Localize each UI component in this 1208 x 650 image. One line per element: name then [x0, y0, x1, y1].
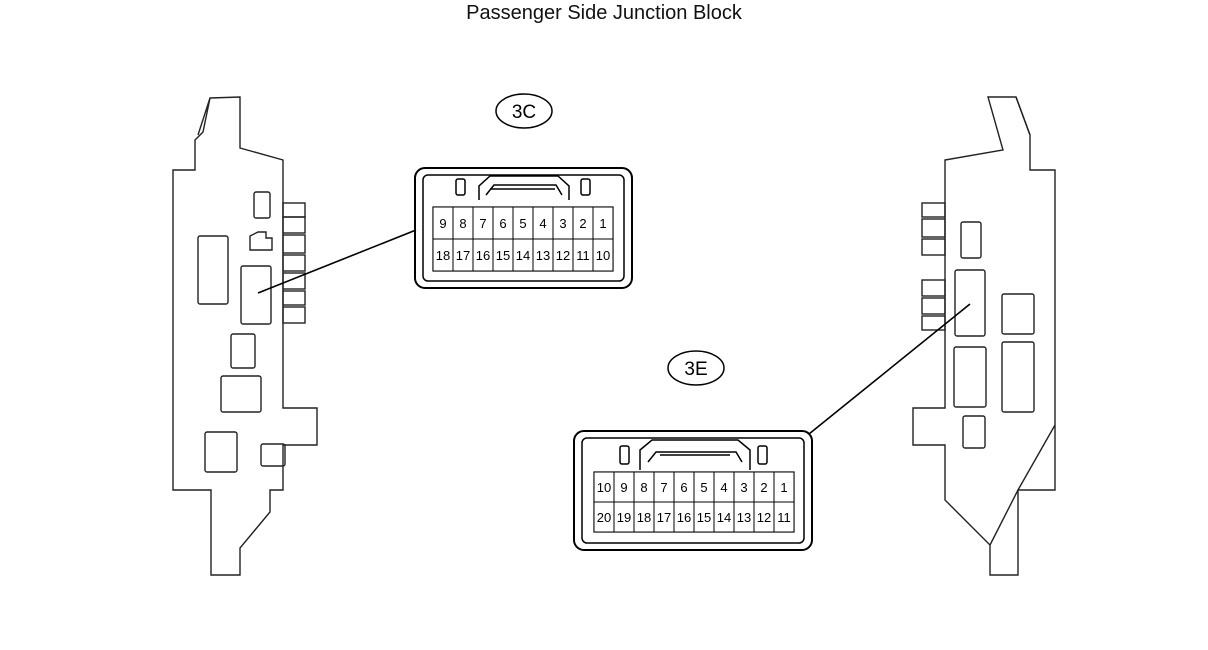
pin-number: 15 — [496, 248, 510, 263]
pin-cell — [773, 501, 795, 533]
leader-line-3c — [257, 229, 417, 294]
pin-number: 9 — [620, 480, 627, 495]
pin-number: 1 — [599, 216, 606, 231]
leader-line-3e — [808, 303, 971, 435]
pin-number: 3 — [559, 216, 566, 231]
pin-number: 14 — [717, 510, 731, 525]
pin-number: 13 — [737, 510, 751, 525]
pin-number: 16 — [677, 510, 691, 525]
pin-number: 16 — [476, 248, 490, 263]
pin-number: 6 — [680, 480, 687, 495]
pin-number: 12 — [556, 248, 570, 263]
pin-number: 18 — [637, 510, 651, 525]
pin-cell — [592, 238, 614, 272]
pin-number: 6 — [499, 216, 506, 231]
connector-3c-label-oval — [495, 93, 553, 129]
pin-number: 17 — [456, 248, 470, 263]
pin-number: 10 — [597, 480, 611, 495]
connector-3c-label: 3C — [512, 102, 536, 123]
connector-3c — [414, 167, 633, 289]
pin-number: 19 — [617, 510, 631, 525]
pin-number: 14 — [516, 248, 530, 263]
left-junction-block — [172, 96, 318, 576]
pin-number: 12 — [757, 510, 771, 525]
diagram-title: Passenger Side Junction Block — [466, 2, 742, 24]
connector-3e-label: 3E — [684, 359, 707, 380]
pin-number: 5 — [519, 216, 526, 231]
pin-number: 3 — [740, 480, 747, 495]
pin-number: 17 — [657, 510, 671, 525]
pin-number: 2 — [579, 216, 586, 231]
pin-number: 5 — [700, 480, 707, 495]
pin-number: 4 — [720, 480, 727, 495]
pin-number: 4 — [539, 216, 546, 231]
pin-number: 11 — [576, 248, 590, 263]
pin-number: 18 — [436, 248, 450, 263]
pin-number: 8 — [459, 216, 466, 231]
right-junction-block — [912, 96, 1056, 576]
pin-number: 1 — [780, 480, 787, 495]
pin-number: 10 — [596, 248, 610, 263]
pin-number: 2 — [760, 480, 767, 495]
pin-number: 20 — [597, 510, 611, 525]
pin-number: 9 — [439, 216, 446, 231]
pin-number: 8 — [640, 480, 647, 495]
pin-number: 15 — [697, 510, 711, 525]
pin-number: 11 — [777, 510, 791, 525]
connector-3e-label-oval — [667, 350, 725, 386]
pin-number: 7 — [479, 216, 486, 231]
pin-number: 7 — [660, 480, 667, 495]
pin-number: 13 — [536, 248, 550, 263]
